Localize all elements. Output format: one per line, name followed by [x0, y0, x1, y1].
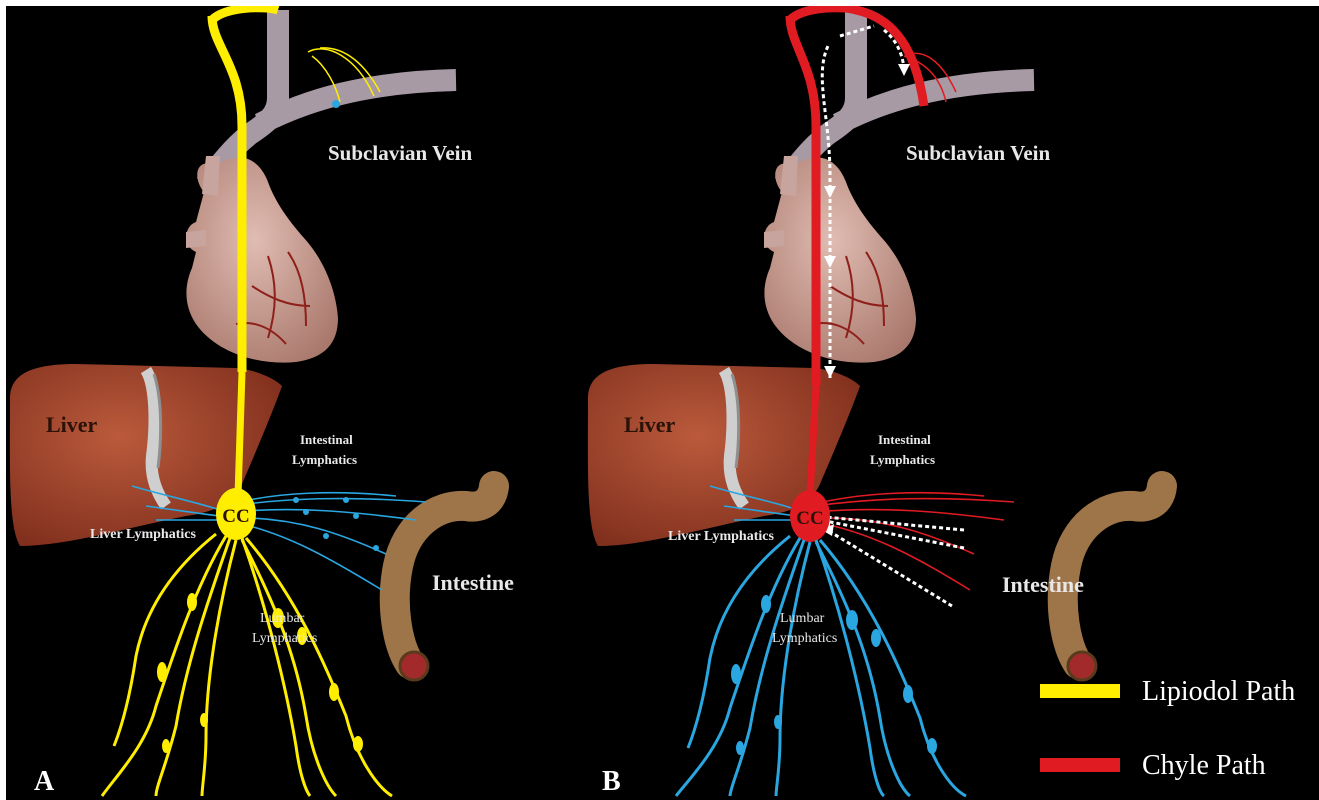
intestine-label-a: Intestine [432, 570, 514, 595]
liver-label-b: Liver [624, 412, 676, 437]
panel-a: Subclavian Vein Liver Intestinal Lymphat… [10, 8, 514, 797]
vein-subclavian-b [838, 80, 1034, 124]
legend-label-chyle: Chyle Path [1142, 750, 1266, 781]
lumbar-lymphatics-b [676, 536, 966, 796]
legend-swatch-chyle [1040, 758, 1120, 772]
panel-b: Subclavian Vein Liver Intestinal Lymphat… [588, 8, 1162, 797]
subclavian-vein-label-a: Subclavian Vein [328, 141, 472, 165]
lymphatic-diagram: Subclavian Vein Liver Intestinal Lymphat… [6, 6, 1319, 800]
heart-b [764, 156, 916, 363]
cc-label-a: CC [222, 506, 249, 527]
liver-lymphatics-label-b: Liver Lymphatics [668, 529, 774, 544]
intestine-label-b: Intestine [1002, 572, 1084, 597]
vein-subclavian-a [260, 80, 456, 124]
lumbar-lymphatics-label-b-line1: Lumbar [780, 611, 825, 626]
liver-label-a: Liver [46, 412, 98, 437]
cc-label-b: CC [796, 508, 823, 529]
lumbar-lymphatics-label-b-line2: Lymphatics [772, 631, 837, 646]
legend-swatch-lipiodol [1040, 684, 1120, 698]
panel-letter-a: A [34, 766, 55, 797]
intestinal-lymphatics-label-a-line2: Lymphatics [292, 452, 357, 467]
figure-canvas: Subclavian Vein Liver Intestinal Lymphat… [6, 6, 1319, 800]
intestinal-lymphatics-label-b-line2: Lymphatics [870, 452, 935, 467]
lumbar-lymphatics-a [102, 534, 392, 796]
lumbar-lymphatics-label-a-line2: Lymphatics [252, 631, 317, 646]
subclavian-vein-label-b: Subclavian Vein [906, 141, 1050, 165]
heart-a [186, 156, 338, 363]
lumbar-lymphatics-label-a-line1: Lumbar [260, 611, 305, 626]
intestinal-lymphatics-label-a-line1: Intestinal [300, 432, 353, 447]
legend-label-lipiodol: Lipiodol Path [1142, 676, 1295, 707]
intestinal-lymphatics-b [814, 493, 1014, 590]
legend: Lipiodol Path Chyle Path [1040, 676, 1295, 781]
liver-lymphatics-label-a: Liver Lymphatics [90, 527, 196, 542]
intestinal-lymphatics-label-b-line1: Intestinal [878, 432, 931, 447]
panel-letter-b: B [602, 766, 621, 797]
